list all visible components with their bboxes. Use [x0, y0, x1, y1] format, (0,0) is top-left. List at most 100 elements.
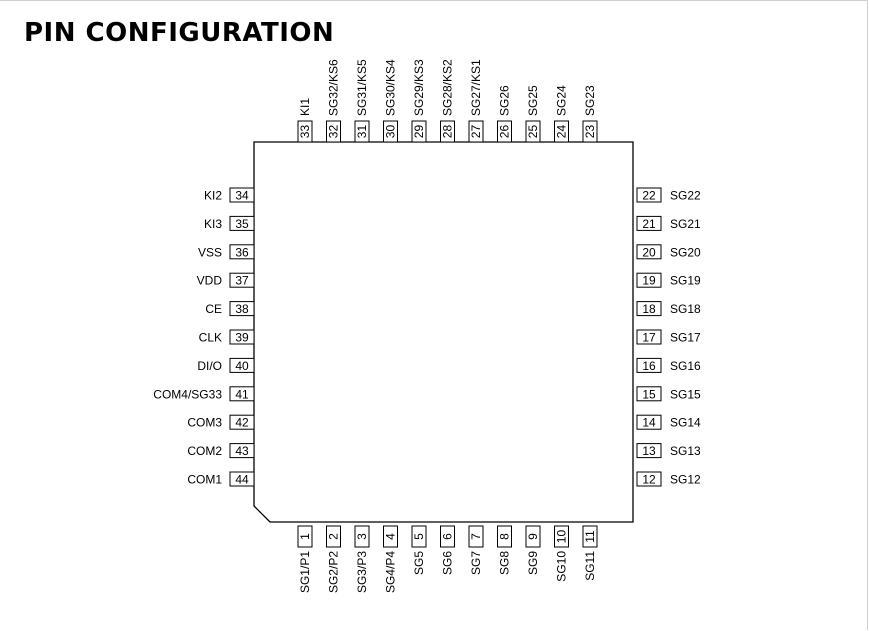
pin-box-bottom — [354, 525, 370, 548]
pin-number-top: 28 — [441, 125, 455, 139]
pin-number-right: 15 — [642, 387, 656, 401]
pin-number-right: 12 — [642, 473, 656, 487]
pin-box-right — [636, 301, 662, 317]
pin-name-left: COM2 — [187, 444, 222, 458]
pin-box-top — [354, 120, 370, 143]
pin-name-top: KI1 — [298, 98, 312, 116]
pin-name-left: DI/O — [197, 359, 222, 373]
pin-number-right: 22 — [642, 189, 656, 203]
pin-number-right: 18 — [642, 302, 656, 316]
pin-name-bottom: SG10 — [555, 551, 569, 582]
pin-name-top: SG25 — [526, 85, 540, 116]
pin-number-top: 31 — [355, 125, 369, 139]
pin-box-left — [229, 272, 255, 288]
pin-number-right: 14 — [642, 416, 656, 430]
pin-box-left — [229, 386, 255, 402]
pin-number-top: 30 — [384, 125, 398, 139]
pin-box-top — [326, 120, 341, 143]
pin-box-right — [636, 414, 662, 430]
pin-box-bottom — [326, 525, 341, 548]
pin-name-right: SG13 — [670, 444, 701, 458]
pin-name-top: SG30/KS4 — [384, 59, 398, 116]
pin-name-bottom: SG8 — [498, 551, 512, 575]
pin-box-left — [229, 414, 255, 430]
pin-name-left: VSS — [198, 245, 222, 259]
pin-name-bottom: SG3/P3 — [355, 551, 369, 593]
pin-name-top: SG32/KS6 — [327, 59, 341, 116]
pin-name-bottom: SG1/P1 — [298, 551, 312, 593]
pin-box-top — [497, 120, 512, 143]
pin-box-top — [554, 120, 569, 143]
pin-name-bottom: SG2/P2 — [327, 551, 341, 593]
pin-number-top: 29 — [412, 125, 426, 139]
pin-name-left: VDD — [197, 274, 223, 288]
pin-name-right: SG19 — [670, 274, 701, 288]
pin-number-left: 41 — [235, 387, 249, 401]
bottom-pin-row: 1SG1/P12SG2/P23SG3/P34SG4/P45SG56SG67SG7… — [297, 525, 598, 593]
pin-number-left: 37 — [235, 274, 249, 288]
pin-box-bottom — [525, 525, 541, 548]
pin-box-right — [636, 187, 662, 203]
pin-number-right: 19 — [642, 274, 656, 288]
pin-box-left — [229, 301, 255, 317]
pin-box-bottom — [411, 525, 427, 548]
pin-name-left: COM1 — [187, 473, 222, 487]
pin-name-right: SG16 — [670, 359, 701, 373]
pin-box-right — [636, 357, 662, 373]
pin-box-top — [297, 120, 313, 143]
pin-box-right — [636, 272, 662, 288]
pin-name-right: SG14 — [670, 416, 701, 430]
pin-number-bottom: 8 — [498, 533, 512, 540]
pin-number-left: 43 — [235, 444, 249, 458]
pin-box-right — [636, 443, 662, 459]
pin-box-left — [229, 329, 255, 345]
pin-name-right: SG15 — [670, 387, 701, 401]
pin-number-bottom: 11 — [583, 530, 597, 543]
pin-number-bottom: 9 — [526, 533, 540, 540]
pin-name-left: COM3 — [187, 416, 222, 430]
pin-number-top: 27 — [469, 125, 483, 139]
pin-box-bottom — [582, 525, 598, 548]
pin-box-top — [411, 120, 427, 143]
pin-number-bottom: 5 — [412, 533, 426, 540]
pin-number-left: 38 — [235, 302, 249, 316]
pin-number-left: 39 — [235, 331, 249, 345]
pin-box-left — [229, 471, 255, 487]
pin-number-top: 26 — [498, 125, 512, 139]
pin-box-top — [383, 120, 398, 143]
pin-box-left — [229, 443, 255, 459]
pin-name-top: SG24 — [555, 85, 569, 116]
pin-name-right: SG18 — [670, 302, 701, 316]
pin-name-bottom: SG6 — [441, 551, 455, 575]
pin-box-left — [229, 215, 255, 231]
pin-number-top: 23 — [583, 125, 597, 139]
pin-number-top: 25 — [526, 125, 540, 139]
pin-number-right: 21 — [642, 217, 656, 231]
pin-box-right — [636, 471, 662, 487]
pin-box-right — [636, 244, 662, 260]
pin-name-top: SG27/KS1 — [469, 59, 483, 116]
pin-name-bottom: SG11 — [583, 551, 597, 581]
pin-number-bottom: 6 — [441, 533, 455, 540]
pin-box-bottom — [497, 525, 512, 548]
pin-name-right: SG20 — [670, 245, 701, 259]
pin-number-left: 42 — [235, 416, 249, 430]
pin-name-left: CE — [205, 302, 222, 316]
pin-name-bottom: SG5 — [412, 551, 426, 575]
pin-number-top: 24 — [555, 125, 569, 139]
pin-box-right — [636, 386, 662, 402]
pin-name-bottom: SG7 — [469, 551, 483, 575]
pin-number-bottom: 4 — [384, 533, 398, 540]
pin-name-right: SG12 — [670, 473, 701, 487]
pin-box-top — [582, 120, 598, 143]
pin-box-left — [229, 187, 255, 203]
pin-name-right: SG22 — [670, 189, 701, 203]
pin-box-top — [440, 120, 455, 143]
pin-box-right — [636, 215, 662, 231]
pin-name-top: SG26 — [498, 85, 512, 116]
pin-number-left: 44 — [235, 473, 249, 487]
pin-number-right: 16 — [642, 359, 656, 373]
